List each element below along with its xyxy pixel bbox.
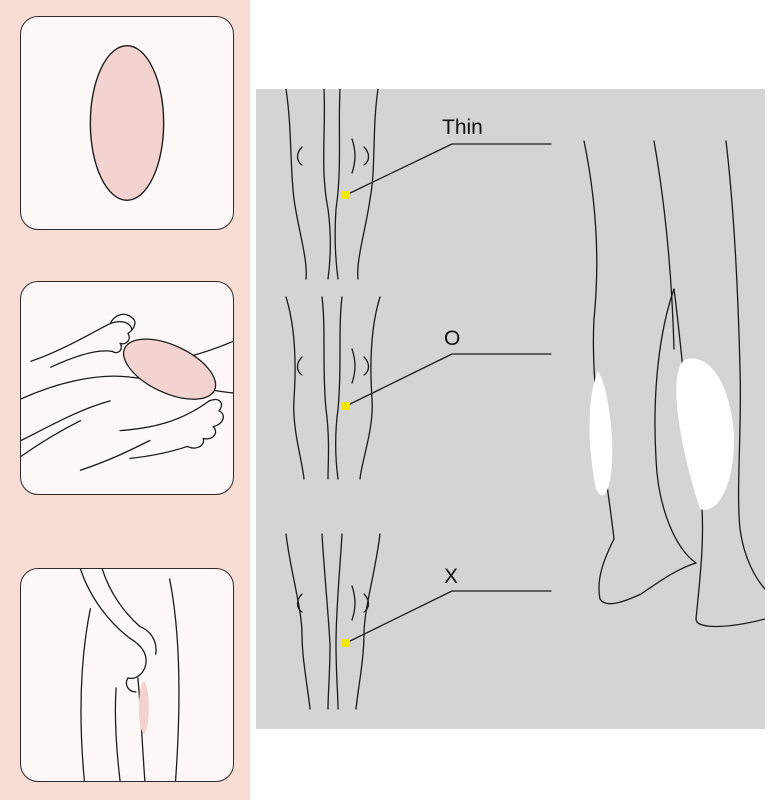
pad-shape-card [20, 16, 234, 230]
o-marker [342, 402, 350, 410]
thin-leg-figure [285, 89, 379, 280]
leg-types-diagram: Thin O X [285, 89, 765, 710]
press-pad-illustration [79, 569, 180, 781]
x-marker [342, 639, 350, 647]
thin-label: Thin [442, 116, 483, 139]
pad-shape-illustration [89, 45, 165, 201]
leg-types-panel: Thin O X [256, 89, 765, 729]
thin-marker [342, 191, 350, 199]
press-pad-card [20, 568, 234, 782]
back-view-legs [583, 140, 765, 628]
apply-pad-illustration [21, 313, 233, 471]
white-pad-left [589, 371, 613, 496]
x-leg-figure [285, 533, 381, 710]
o-label: O [444, 327, 460, 350]
x-label: X [444, 565, 458, 588]
o-leg-figure [285, 296, 381, 480]
apply-pad-card [20, 281, 234, 495]
white-pad-right [676, 358, 734, 510]
